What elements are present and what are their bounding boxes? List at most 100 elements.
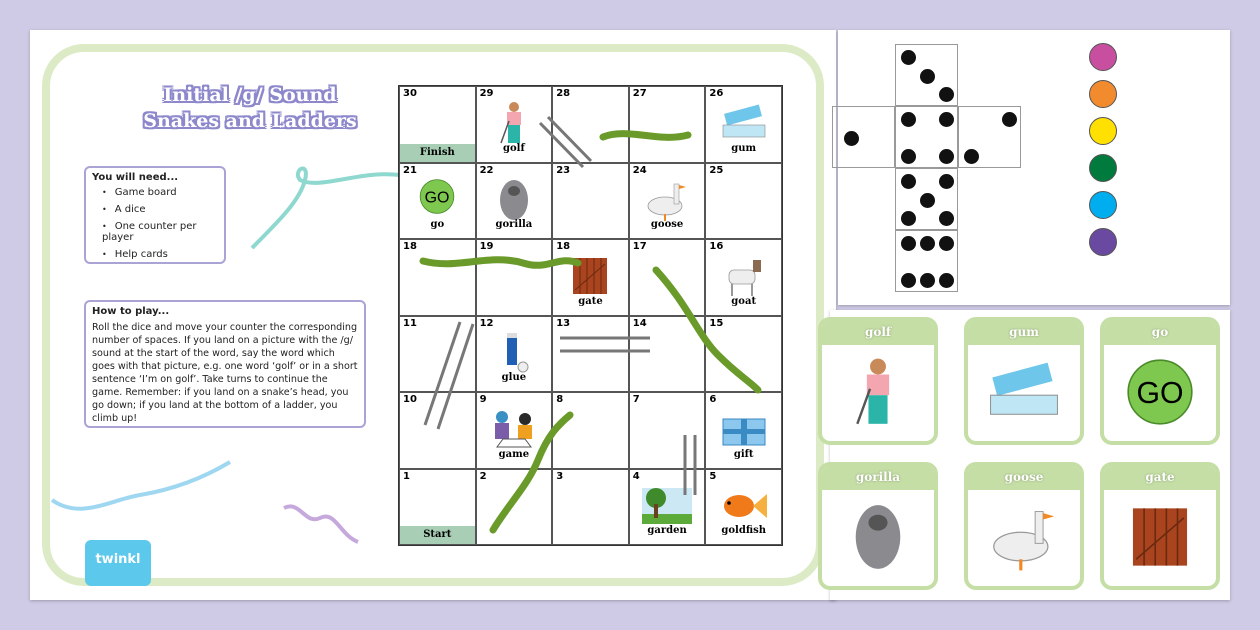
cell-word: go — [430, 219, 445, 230]
cell-number: 2 — [479, 470, 487, 482]
cell-picture — [717, 407, 771, 455]
finish-label: Finish — [400, 143, 475, 162]
help-card-title: gate — [1104, 466, 1216, 490]
board-cell-29: 29 golf — [475, 86, 553, 163]
help-card-picture — [981, 502, 1067, 576]
cell-number: 26 — [709, 88, 724, 99]
cell-word: glue — [501, 372, 527, 383]
board-cell-16: 16 goat — [705, 239, 782, 316]
cell-number: 25 — [709, 164, 724, 176]
cell-number: 4 — [632, 470, 640, 482]
dice-face-6 — [895, 230, 958, 292]
cell-word: goat — [731, 295, 757, 307]
need-item: A dice — [102, 204, 218, 215]
board-cell-18: 18 — [399, 239, 476, 316]
dice-pip — [920, 68, 935, 84]
dice-face-4 — [895, 106, 958, 168]
help-card-picture — [835, 502, 921, 576]
board-cell-8: 8 — [552, 392, 629, 469]
dice-pip — [964, 149, 980, 165]
goat-icon — [728, 260, 761, 296]
glue-icon — [506, 332, 529, 372]
dice-pip — [938, 173, 954, 189]
help-card-title: goose — [968, 466, 1080, 490]
start-label: Start — [400, 526, 475, 544]
board-cell-23: 23 — [552, 162, 629, 239]
cell-number: 18 — [556, 241, 571, 252]
dice-pip — [938, 149, 954, 165]
help-card-title: golf — [822, 321, 934, 345]
you-will-need-box: You will need... Game board A dice One c… — [84, 166, 226, 264]
gum-icon — [990, 362, 1058, 415]
cell-number: 16 — [709, 241, 724, 252]
board-cell-26: 26 gum — [705, 86, 782, 163]
game-icon — [494, 411, 532, 448]
cell-number: 22 — [479, 164, 494, 176]
dice-pip — [901, 149, 917, 165]
garden-icon — [642, 487, 693, 524]
cell-number: 5 — [709, 470, 717, 482]
cell-number: 21 — [403, 164, 417, 176]
title-line-1: Initial /g/ Sound — [163, 84, 337, 106]
cell-word: gum — [731, 142, 757, 154]
help-card-picture: GO — [1117, 357, 1203, 431]
counter-token — [1089, 154, 1117, 182]
cell-number: 7 — [632, 394, 640, 405]
cell-number: 19 — [479, 241, 494, 252]
gift-icon — [722, 418, 766, 446]
board-cell-7: 7 — [628, 392, 706, 469]
go-icon: GO — [420, 178, 455, 214]
goose-icon — [993, 511, 1055, 571]
board-cell-5: 5 goldfish — [705, 468, 782, 545]
dice-pip — [920, 273, 935, 289]
cell-number: 29 — [479, 88, 494, 99]
dice-face-3 — [895, 44, 958, 106]
cell-word: goldfish — [721, 525, 766, 536]
cell-word: gorilla — [495, 219, 533, 230]
gorilla-icon — [855, 505, 901, 569]
cell-picture — [717, 484, 771, 532]
cell-number: 10 — [403, 394, 417, 405]
cell-number: 17 — [632, 241, 647, 252]
gum-icon — [722, 104, 765, 138]
cell-number: 14 — [632, 317, 647, 329]
board-cell-11: 11 — [399, 315, 476, 392]
how-to-play-text: Roll the dice and move your counter the … — [92, 322, 358, 424]
dice-pip — [1001, 111, 1017, 127]
dice-and-counters-page — [832, 30, 1230, 305]
dice-pip — [938, 87, 954, 103]
dice-pip — [901, 49, 917, 65]
counter-token — [1089, 191, 1117, 219]
board-cell-10: 10 — [399, 392, 476, 469]
cell-number: 3 — [556, 470, 564, 482]
title-line-2: Snakes and Ladders — [143, 110, 357, 132]
help-card-goose: goose — [964, 462, 1084, 590]
counter-token — [1089, 228, 1117, 256]
cell-number: 9 — [479, 394, 487, 405]
dice-pip — [901, 273, 917, 289]
help-card-picture — [981, 357, 1067, 431]
svg-text:GO: GO — [425, 189, 450, 206]
board-cell-17: 17 — [628, 239, 706, 316]
counter-token — [1089, 43, 1117, 71]
dice-pip — [901, 111, 917, 127]
cell-picture — [487, 101, 541, 149]
dice-pip — [844, 130, 860, 146]
cell-number: 11 — [403, 317, 417, 329]
dice-pip — [901, 211, 917, 227]
how-to-play-box: How to play... Roll the dice and move yo… — [84, 300, 366, 428]
need-item: One counter per player — [102, 221, 218, 243]
board-cell-25: 25 — [705, 162, 782, 239]
cell-word: golf — [503, 142, 525, 154]
